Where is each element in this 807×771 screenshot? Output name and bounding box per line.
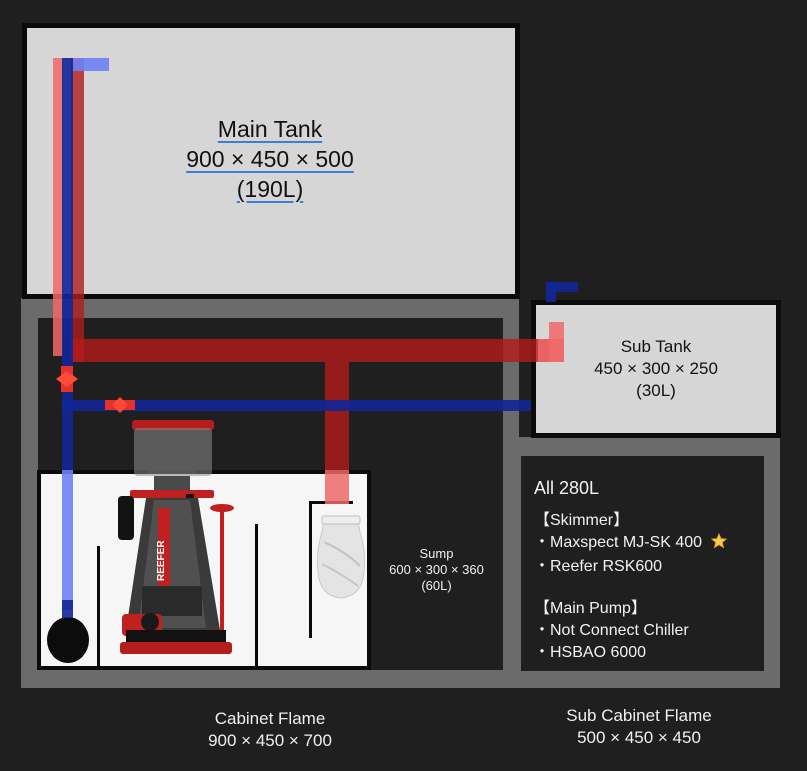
info-panel: All 280L 【Skimmer】 ・Maxspect MJ-SK 400 ・… — [534, 476, 764, 664]
feed-pipe-pump-joint — [62, 600, 73, 618]
feed-pipe-main-outlet — [72, 58, 109, 71]
sub-cabinet-name: Sub Cabinet Flame — [566, 706, 712, 725]
pump-icon — [47, 617, 89, 663]
feed-pipe-horizontal — [62, 400, 531, 411]
sub-cabinet-label: Sub Cabinet Flame 500 × 450 × 450 — [519, 705, 759, 749]
sub-tank-name: Sub Tank — [620, 337, 692, 356]
pump-item: ・HSBAO 6000 — [534, 644, 647, 661]
sump-volume: (60L) — [421, 578, 452, 593]
feed-pipe-subtank-drop — [546, 282, 556, 302]
drain-pipe-sump — [325, 362, 349, 470]
cabinet-dimensions: 900 × 450 × 700 — [208, 731, 332, 750]
feed-pipe-pump-riser — [62, 470, 73, 610]
sump-name: Sump — [419, 546, 454, 561]
cabinet-label: Cabinet Flame 900 × 450 × 700 — [150, 708, 390, 752]
pump-item: ・Not Connect Chiller — [534, 622, 689, 639]
skimmer-brand-text: REEFER — [156, 540, 167, 581]
sump-dimensions: 600 × 300 × 360 — [389, 562, 484, 577]
return-pipe-horizontal — [71, 339, 549, 362]
skimmer-icon: REEFER — [112, 416, 242, 661]
return-pipe-outlet — [53, 58, 63, 356]
feed-pipe-main-vertical — [62, 58, 73, 470]
sub-tank-label: Sub Tank 450 × 300 × 250 (30L) — [556, 336, 756, 402]
star-icon — [710, 532, 727, 556]
sump-baffle-2 — [255, 524, 258, 668]
valve-icon[interactable] — [56, 366, 78, 392]
main-tank-name: Main Tank — [217, 116, 323, 142]
cabinet-name: Cabinet Flame — [214, 709, 326, 728]
feed-pipe-subtank-top — [546, 282, 578, 292]
drain-pipe-sump-end — [325, 470, 349, 504]
skimmer-item: ・Maxspect MJ-SK 400 — [534, 532, 764, 556]
total-volume: All 280L — [534, 478, 600, 498]
sub-cabinet-interior — [521, 456, 764, 671]
main-tank-label: Main Tank 900 × 450 × 500 (190L) — [130, 114, 410, 204]
skimmer-item: ・Reefer RSK600 — [534, 558, 663, 575]
sub-cabinet-dimensions: 500 × 450 × 450 — [577, 728, 701, 747]
sub-tank-volume: (30L) — [636, 381, 676, 400]
return-pipe-vertical — [71, 58, 84, 362]
skimmer-heading: 【Skimmer】 — [534, 512, 630, 529]
main-tank-dimensions: 900 × 450 × 500 — [186, 146, 354, 172]
sump-baffle-3 — [309, 501, 312, 638]
sub-tank-dimensions: 450 × 300 × 250 — [594, 359, 718, 378]
skimmer-item-text: ・Maxspect MJ-SK 400 — [534, 534, 703, 551]
return-pipe-subtank-riser — [549, 322, 564, 362]
sump-baffle-1 — [97, 546, 100, 668]
pump-heading: 【Main Pump】 — [534, 600, 647, 617]
main-tank-volume: (190L) — [236, 176, 304, 202]
valve-icon[interactable] — [105, 397, 135, 413]
filter-bag-icon — [316, 502, 366, 602]
sump-label: Sump 600 × 300 × 360 (60L) — [374, 546, 499, 594]
sub-tank — [531, 300, 781, 438]
